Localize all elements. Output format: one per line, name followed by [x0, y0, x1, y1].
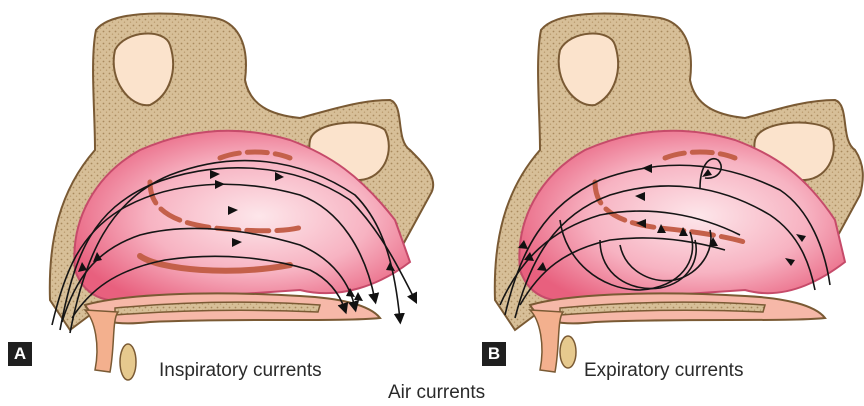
panel-b-label: B: [482, 342, 506, 366]
panel-a-caption: Inspiratory currents: [159, 360, 322, 382]
panel-b-lip: [530, 310, 563, 372]
figure-title: Air currents: [388, 382, 485, 404]
panel-a-tooth: [120, 344, 136, 380]
panel-a-label: A: [8, 342, 32, 366]
panel-a-illustration: [50, 14, 433, 380]
panel-b-illustration: [495, 14, 863, 372]
panel-a-lip: [85, 310, 118, 372]
panel-b-caption: Expiratory currents: [584, 360, 743, 382]
panel-b-tooth: [560, 336, 576, 368]
